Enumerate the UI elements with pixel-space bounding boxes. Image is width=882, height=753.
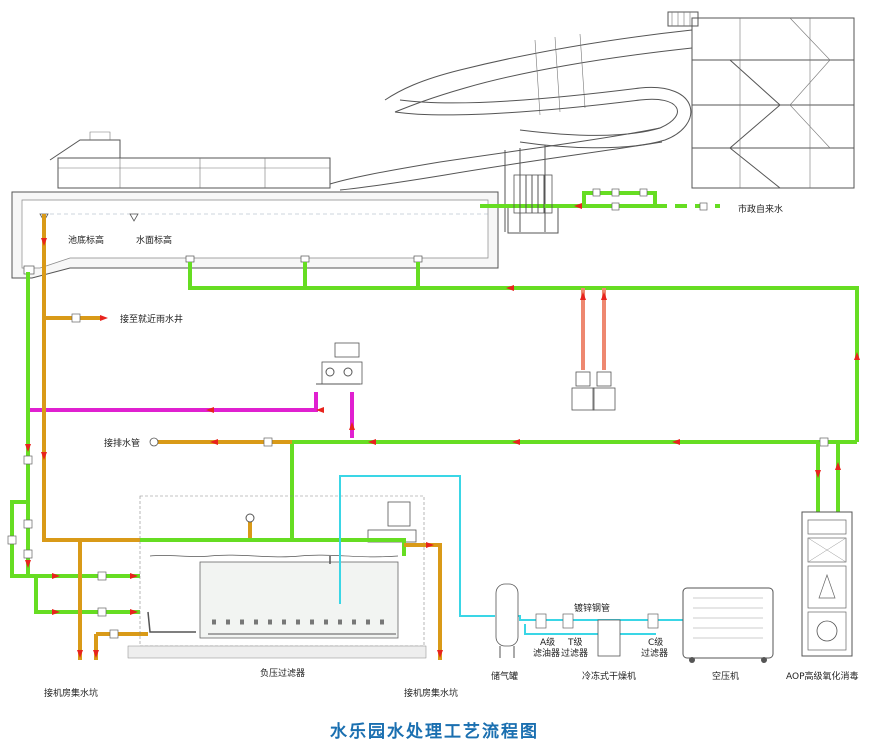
diagram-title: 水乐园水处理工艺流程图 xyxy=(330,721,539,742)
a-filter-label-2: 滤油器 xyxy=(533,647,560,659)
pit-left-label: 接机房集水坑 xyxy=(44,687,98,699)
compressed-air-line xyxy=(339,475,774,663)
t-filter-label-2: 过滤器 xyxy=(561,647,588,659)
return-circulation-loop xyxy=(188,262,860,442)
neg-filter-label: 负压过滤器 xyxy=(260,667,305,679)
galv-pipe-label: 镀锌钢管 xyxy=(574,602,610,614)
main-supply-line xyxy=(290,437,857,540)
water-surface-label: 水面标高 xyxy=(136,234,172,246)
t-filter-label-1: T级 xyxy=(567,636,583,648)
municipal-water-label: 市政自来水 xyxy=(738,203,783,215)
chemical-dosing-line xyxy=(28,342,363,438)
municipal-supply-line xyxy=(480,174,720,214)
drain-line xyxy=(149,437,292,447)
aop-disinfection-unit xyxy=(801,511,853,657)
pool-basin xyxy=(11,191,499,279)
water-slide-structure xyxy=(49,11,855,234)
a-filter-label-1: A级 xyxy=(540,636,555,648)
compressor-label: 空压机 xyxy=(712,670,739,682)
c-filter-label-1: C级 xyxy=(648,636,663,648)
air-tank-label: 储气罐 xyxy=(491,670,518,682)
c-filter-label-2: 过滤器 xyxy=(641,647,668,659)
pool-bottom-label: 池底标高 xyxy=(68,234,104,246)
to-drain-label: 接排水管 xyxy=(104,437,140,449)
dosing-tanks xyxy=(571,288,616,411)
to-rain-well-label: 接至就近雨水井 xyxy=(120,313,183,325)
aop-label: AOP高级氧化消毒 xyxy=(786,670,859,682)
dryer-label: 冷冻式干燥机 xyxy=(582,670,636,682)
pit-right-label: 接机房集水坑 xyxy=(404,687,458,699)
negative-pressure-filter xyxy=(127,495,443,660)
